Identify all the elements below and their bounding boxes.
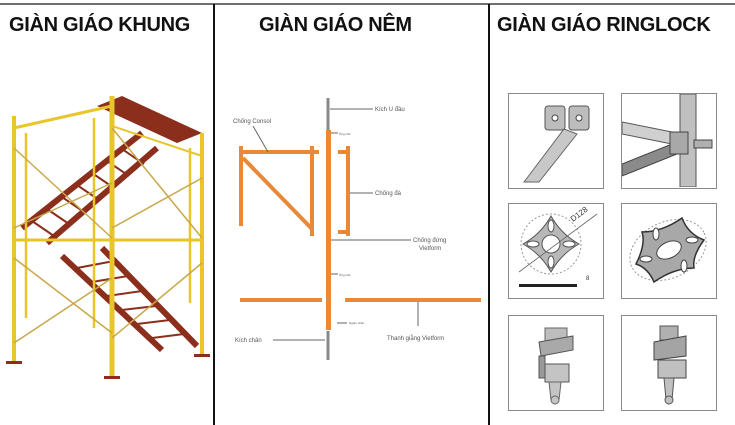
label-base-plate: Ngàm chân (349, 321, 365, 325)
top-platform (97, 96, 202, 143)
part-rosette-plan: D128 8 (508, 203, 604, 299)
label-top-jack: Kích U đầu (375, 107, 405, 113)
title-frame-scaffolding: GIÀN GIÁO KHUNG (9, 14, 191, 36)
console-top-beam (239, 150, 319, 154)
title-wedge-scaffolding: GIÀN GIÁO NÊM (259, 14, 412, 36)
console-vertical-right (310, 146, 314, 236)
label-diameter: D128 (569, 205, 590, 224)
main-vertical-standard (326, 130, 331, 330)
top-rule (0, 3, 735, 5)
label-vertical-brand: Vietform (419, 246, 441, 252)
console-vertical-left (239, 146, 243, 226)
beam-support-bottom (338, 230, 350, 234)
part-wedge-head-angle (621, 315, 717, 411)
part-node-connection (621, 93, 717, 189)
label-vertical: Chống đứng (413, 238, 446, 244)
label-beam-support: Chống đà (375, 191, 402, 197)
part-ledger-end (508, 93, 604, 189)
label-thickness: 8 (586, 276, 590, 282)
title-ringlock-scaffolding: GIÀN GIÁO RINGLOCK (497, 14, 711, 36)
base-plates (6, 354, 210, 379)
wedge-scaffolding-diagram: Kích U đầu Chống Consol Chống đà Chống đ… (225, 88, 485, 373)
label-base-jack: Kích chân (235, 338, 262, 344)
ledger-left (240, 298, 322, 302)
label-ledger: Thanh giằng Vietform (387, 335, 444, 342)
ledger-right (345, 298, 481, 302)
beam-support-vertical (346, 146, 350, 236)
column-divider-2 (488, 4, 490, 425)
part-wedge-head-front (508, 315, 604, 411)
leader-lines (252, 108, 419, 341)
label-tube-mid: Ống chờ (339, 272, 351, 277)
label-tube-top: Ống chờ (339, 131, 351, 136)
column-divider-1 (213, 4, 215, 425)
part-rosette-3d (621, 203, 717, 299)
lower-stair (59, 245, 200, 353)
beam-support-top (338, 150, 350, 154)
yellow-frames (12, 96, 204, 378)
frame-scaffolding-image (2, 88, 212, 388)
label-console: Chống Consol (233, 119, 271, 125)
upper-stair (20, 130, 159, 246)
console-diagonal (241, 156, 315, 232)
